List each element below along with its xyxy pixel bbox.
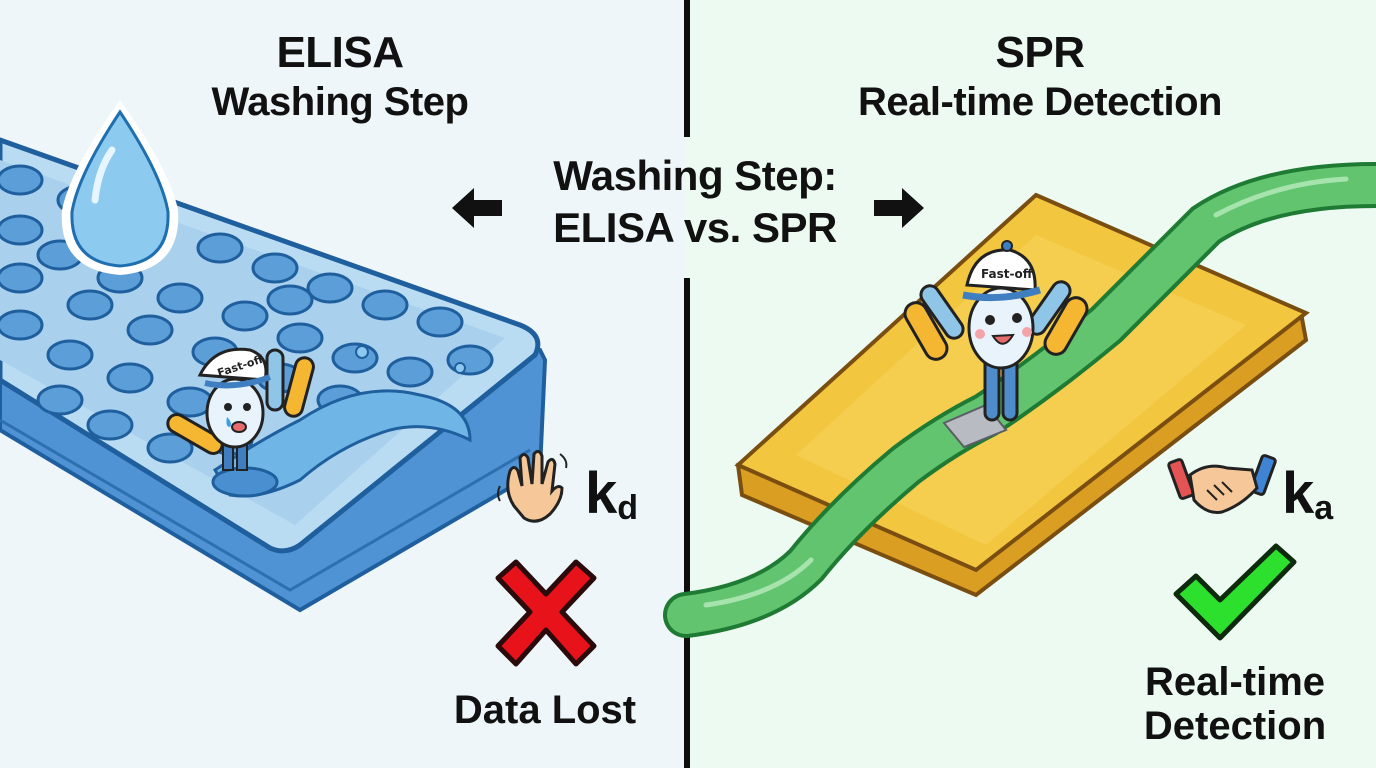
center-title-line1: Washing Step: [553,152,837,199]
kd-symbol: k [585,461,618,526]
handshake-icon [1167,454,1277,514]
ka-subscript: a [1314,489,1334,527]
antibody-character-happy: Fast-off [903,240,1089,422]
green-check-icon [1173,543,1297,641]
association-constant: ka [1282,460,1333,528]
center-title: Washing Step: ELISA vs. SPR [505,150,885,254]
arrow-right-icon [874,188,924,228]
spr-title: SPR Real-time Detection [790,28,1290,126]
caption-line2: Detection [1143,704,1327,748]
real-time-detection-caption: Real-time Detection [1115,660,1355,748]
microplate-illustration [0,100,548,613]
data-lost-caption: Data Lost [453,688,637,732]
waving-hand-icon [497,449,568,523]
arrow-left-icon [452,188,502,228]
cap-text: Fast-off [981,267,1033,281]
spr-chip-illustration [663,162,1376,638]
red-x-icon [495,559,597,667]
elisa-heading: ELISA [276,28,404,77]
dissociation-constant: kd [585,460,638,528]
divider-bottom [684,278,690,768]
elisa-subheading: Washing Step [211,80,469,124]
kd-subscript: d [617,489,639,527]
center-title-line2: ELISA vs. SPR [553,204,837,251]
elisa-title: ELISA Washing Step [130,28,550,126]
ka-symbol: k [1282,461,1315,526]
antibody-character-sad: Fast-off [166,347,315,471]
caption-line1: Real-time [1144,660,1326,704]
spr-subheading: Real-time Detection [858,80,1222,124]
divider-top [684,0,690,137]
spr-heading: SPR [995,28,1085,77]
